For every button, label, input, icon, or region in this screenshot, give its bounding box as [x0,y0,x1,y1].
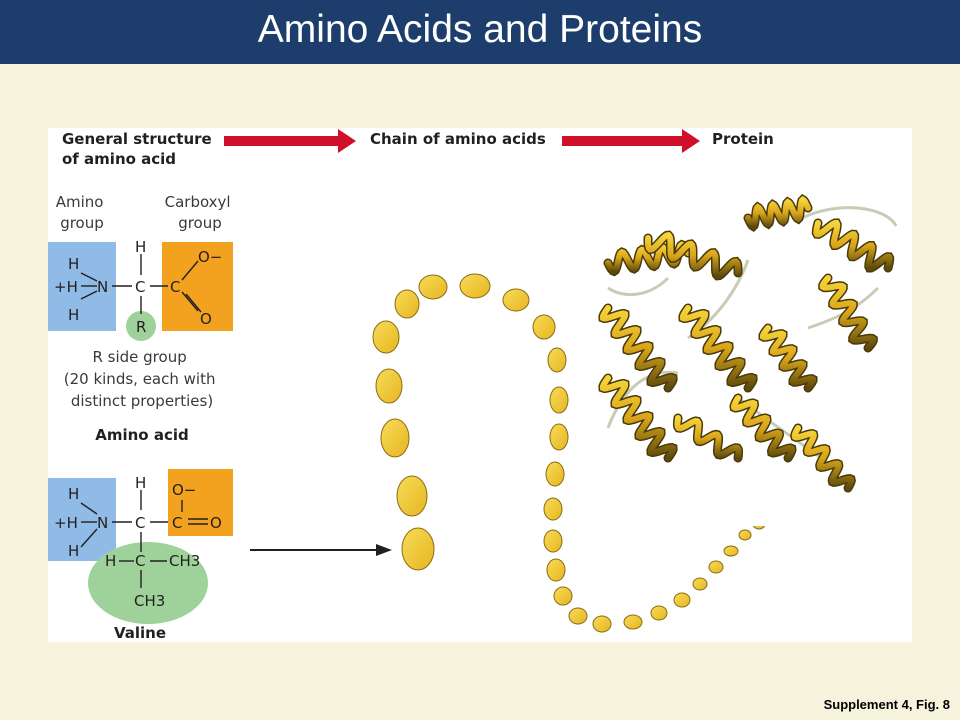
chain-bead [401,527,435,571]
valine-atom-h-bottom-left: H [68,542,79,560]
valine-atom-c-carboxyl: C [172,514,182,532]
chain-bead [692,577,708,591]
carboxyl-group-label-line-1: Carboxyl [165,193,231,211]
valine-label: Valine [114,624,166,642]
chain-bead [568,607,588,625]
carboxyl-group-box [162,242,233,331]
carboxyl-group-label-line-2: group [178,214,222,232]
r-side-group-line-3: distinct properties) [71,392,213,410]
atom-c-alpha: C [135,278,145,296]
valine-amino-group-box [48,478,116,561]
valine-atom-h-top-left: H [68,485,79,503]
amino-acid-label: Amino acid [95,426,188,444]
atom-r: R [136,318,146,336]
chain-bead [459,273,491,299]
protein-helix [674,415,742,461]
protein-ribbon [580,186,910,526]
atom-c-carboxyl: C [170,278,180,296]
chain-bead [380,418,410,458]
atom-plus-h: +H [54,278,78,296]
protein-helix [599,305,677,391]
stage-label-general-line-2: of amino acid [62,150,176,168]
chain-bead [549,423,569,451]
general-amino-acid-structure: H +H H N H C C O− O R [48,238,233,341]
valine-atom-o: O [210,514,222,532]
amino-acid-chain [372,273,789,633]
protein-helix [791,425,855,491]
chain-bead [543,497,563,521]
atom-h-top: H [135,238,146,256]
chain-bead [546,558,566,582]
valine-atom-n: N [97,514,108,532]
carboxyl-group-label: Carboxyl group [165,193,236,232]
protein-loops [606,206,898,465]
chain-bead [502,288,530,312]
chain-bead [723,545,739,557]
stage-label-general-line-1: General structure [62,130,212,148]
amino-acid-diagram: General structure of amino acid Chain of… [48,129,910,642]
stage-label-chain: Chain of amino acids [370,130,546,148]
amino-group-label-line-1: Amino [56,193,104,211]
atom-n: N [97,278,108,296]
atom-o-minus: O− [198,248,222,266]
protein-helix [760,325,816,391]
stage-label-general: General structure of amino acid [62,130,217,168]
r-side-group-text: R side group (20 kinds, each with distin… [64,348,221,410]
atom-h-top-left: H [68,255,79,273]
valine-atom-c-side: C [135,552,145,570]
valine-structure: H +H H N H C C O− O H C CH3 CH3 [48,469,233,624]
chain-bead [545,461,565,487]
red-arrow-1 [224,129,356,153]
title-bar [0,0,960,64]
black-arrow [250,544,392,556]
valine-atom-ch3-bottom: CH3 [134,592,165,610]
chain-bead [418,274,448,300]
valine-atom-plus-h: +H [54,514,78,532]
chain-bead [650,605,668,621]
r-side-group-line-2: (20 kinds, each with [64,370,216,388]
atom-o: O [200,310,212,328]
protein-helix [599,375,677,461]
protein-helix [730,395,796,461]
chain-bead [394,289,420,319]
protein-helices [598,194,895,493]
figure-caption: Supplement 4, Fig. 8 [823,697,950,712]
valine-atom-h-side: H [105,552,116,570]
valine-carboxyl-group-box [168,469,233,536]
chain-bead [372,320,400,354]
atom-h-bottom-left: H [68,306,79,324]
chain-bead [592,615,612,633]
amino-group-label: Amino group [56,193,109,232]
chain-bead [532,314,556,340]
chain-bead [543,529,563,553]
figure-panel: General structure of amino acid Chain of… [48,128,912,642]
protein-helix [819,275,877,351]
chain-bead [553,586,573,606]
protein-helix [813,220,893,271]
valine-atom-o-minus: O− [172,481,196,499]
protein-helix [745,195,811,231]
chain-bead [673,592,691,608]
chain-bead [375,368,403,404]
slide-title: Amino Acids and Proteins [257,8,703,51]
protein-helix [645,232,741,279]
chain-bead [738,529,752,541]
chain-bead [396,475,428,517]
chain-bead [549,386,569,414]
valine-r-group-ellipse [88,542,208,624]
chain-bead [547,347,567,373]
chain-bead [623,614,643,630]
valine-atom-ch3-right: CH3 [169,552,200,570]
valine-atom-c-alpha: C [135,514,145,532]
valine-atom-h-top: H [135,474,146,492]
stage-label-protein: Protein [712,130,774,148]
r-group-circle [126,311,156,341]
r-side-group-line-1: R side group [92,348,186,366]
chain-bead [708,560,724,574]
amino-group-label-line-2: group [60,214,104,232]
red-arrow-2 [562,129,700,153]
protein-helix [679,305,757,391]
